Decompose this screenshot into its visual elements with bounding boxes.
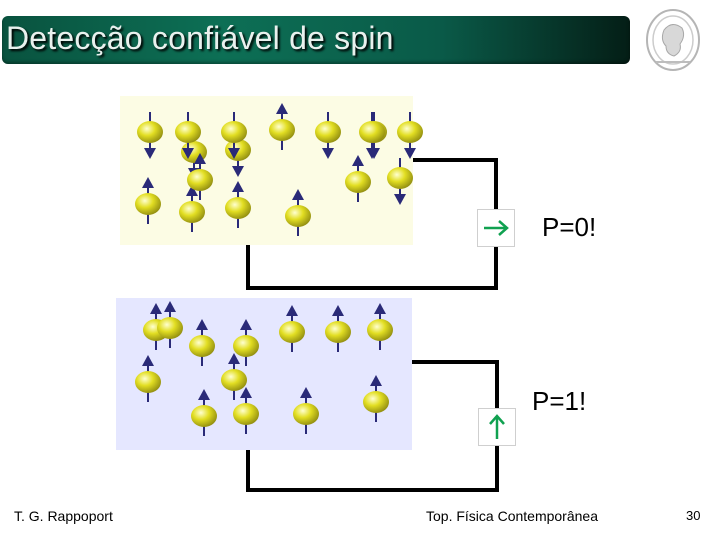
polarized-spin-up-2	[233, 319, 259, 366]
footer-author: T. G. Rappoport	[14, 508, 113, 524]
mixed-spin-up-15	[187, 153, 213, 200]
polarized-spin-up-9	[293, 387, 319, 434]
slide-title: Detecção confiável de spin	[6, 20, 394, 56]
polarized-spin-up-12	[157, 301, 183, 348]
circuit-bottom	[246, 360, 499, 492]
up-arrow-icon	[489, 414, 505, 439]
result-label-top: P=0!	[542, 212, 597, 242]
mixed-spin-down-6	[387, 158, 413, 205]
title-bar	[2, 16, 630, 64]
polarized-spin-up-10	[363, 375, 389, 422]
right-arrow-icon	[484, 220, 509, 236]
polarized-spin-up-1	[189, 319, 215, 366]
polarized-spin-up-4	[325, 305, 351, 352]
mixed-spin-up-11	[285, 189, 311, 236]
mixed-spin-up-9	[179, 185, 205, 232]
spin-panel-mixed	[120, 96, 413, 245]
polarized-spin-up-7	[191, 389, 217, 436]
mixed-spin-up-7	[345, 155, 371, 202]
circuit-top	[246, 158, 498, 290]
polarized-spin-up-11	[221, 353, 247, 400]
mixed-spin-down-0	[137, 112, 163, 159]
page-number: 30	[686, 508, 701, 523]
footer-course: Top. Física Contemporânea	[426, 508, 598, 524]
mixed-spin-down-2	[315, 112, 341, 159]
polarized-spin-up-6	[135, 355, 161, 402]
meter-top	[477, 209, 515, 247]
polarized-spin-up-3	[279, 305, 305, 352]
mixed-spin-down-12	[175, 112, 201, 159]
polarized-spin-up-8	[233, 387, 259, 434]
mixed-spin-up-8	[135, 177, 161, 224]
result-label-bottom: P=1!	[532, 386, 587, 416]
meter-bottom	[478, 408, 516, 446]
mixed-spin-up-10	[225, 181, 251, 228]
mixed-spin-down-16	[397, 112, 423, 159]
polarized-spin-up-5	[367, 303, 393, 350]
mixed-spin-up-1	[269, 103, 295, 150]
mixed-spin-down-13	[359, 112, 385, 159]
mixed-spin-down-14	[221, 112, 247, 159]
university-seal-icon	[646, 9, 700, 71]
